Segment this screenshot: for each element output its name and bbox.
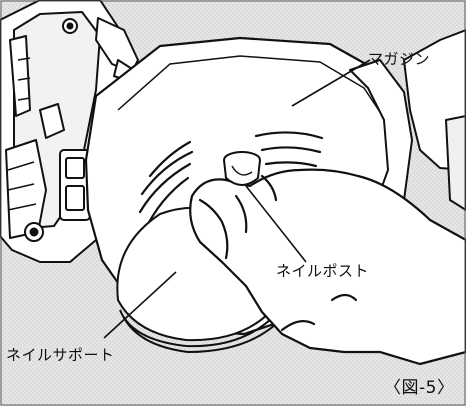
hand xyxy=(189,168,466,366)
right-mechanism xyxy=(349,29,466,231)
magazine-label: マガジン xyxy=(368,50,431,68)
nail-support-label: ネイルサポート xyxy=(6,346,115,364)
leader-lines xyxy=(103,59,371,339)
nail-post-label: ネイルポスト xyxy=(276,262,370,280)
figure-number: 〈図-5〉 xyxy=(384,378,455,398)
nailer-detail-lines xyxy=(7,57,37,211)
nail-post-knob xyxy=(223,151,261,186)
